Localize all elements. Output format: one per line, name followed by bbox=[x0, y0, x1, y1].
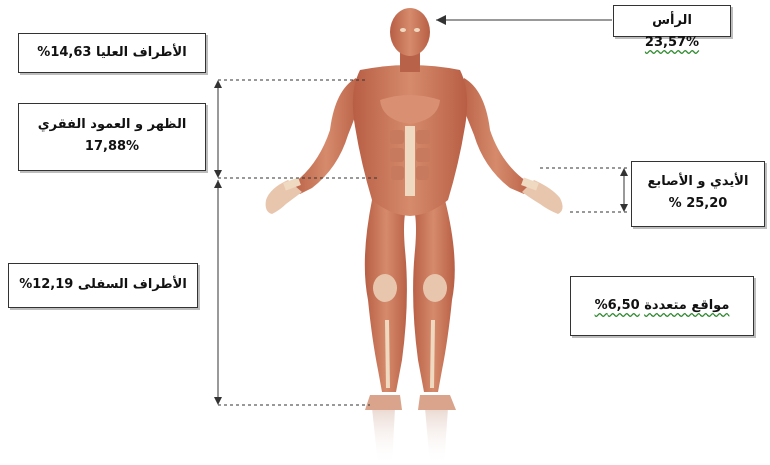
hands-fingers-value: 25,20 % bbox=[632, 193, 764, 215]
floor-reflection bbox=[372, 408, 448, 465]
head-value: 23,57% bbox=[645, 35, 699, 50]
head bbox=[390, 8, 430, 72]
label-lower-limbs: الأطراف السفلى 12,19% bbox=[8, 263, 198, 308]
multiple-sites-name: مواقع متعددة bbox=[644, 298, 729, 313]
torso bbox=[353, 65, 467, 216]
lower-limbs-name: الأطراف السفلى bbox=[78, 277, 187, 292]
label-upper-limbs: الأطراف العليا 14,63% bbox=[18, 33, 206, 73]
back-spine-name: الظهر و العمود الفقري bbox=[19, 114, 205, 136]
head-pointer-arrowhead bbox=[436, 15, 446, 25]
label-head: الرأس 23,57% bbox=[613, 5, 731, 37]
label-multiple-sites: مواقع متعددة 6,50% bbox=[570, 276, 754, 336]
label-hands-fingers: الأيدي و الأصابع 25,20 % bbox=[631, 161, 765, 227]
upper-limbs-value: 14,63% bbox=[37, 45, 91, 60]
lower-limbs-value: 12,19% bbox=[19, 277, 73, 292]
head-name: الرأس bbox=[614, 10, 730, 32]
hands-fingers-name: الأيدي و الأصابع bbox=[632, 171, 764, 193]
label-back-spine: الظهر و العمود الفقري 17,88% bbox=[18, 103, 206, 171]
back-spine-value: 17,88% bbox=[19, 136, 205, 158]
upper-limbs-name: الأطراف العليا bbox=[96, 45, 187, 60]
multiple-sites-value: 6,50% bbox=[595, 298, 640, 313]
legs bbox=[365, 200, 456, 410]
